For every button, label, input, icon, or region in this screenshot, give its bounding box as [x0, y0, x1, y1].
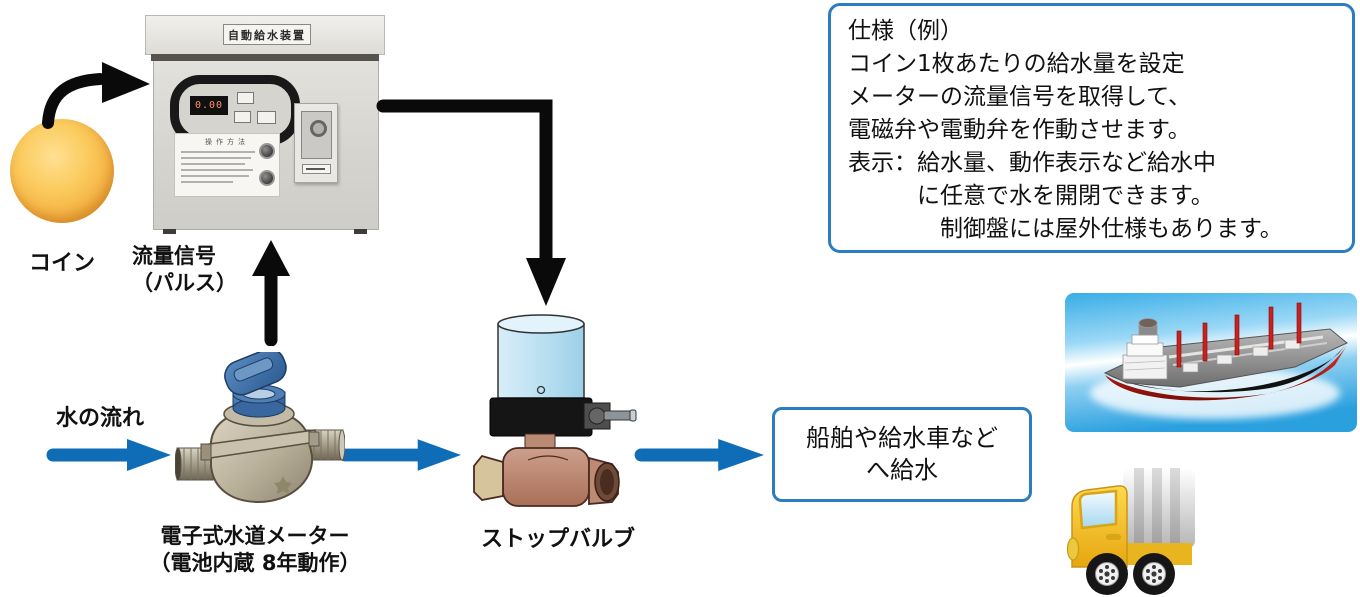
panel-button-icon	[259, 170, 275, 186]
spec-line: に任意で水を開閉できます。	[848, 183, 1214, 209]
instruction-panel-title: 操作方法	[205, 138, 249, 146]
water-flow-arrow-icon	[338, 439, 462, 471]
water-flow-arrow-icon	[46, 439, 171, 471]
spec-line: 仕様（例）	[848, 18, 963, 44]
coin-slot-unit	[294, 103, 338, 183]
truck-wheel	[1086, 553, 1128, 595]
water-meter-illustration	[175, 352, 345, 504]
spec-line: メーターの流量信号を取得して、	[848, 84, 1192, 110]
device-body: 0.00 操作方法	[153, 61, 379, 230]
device-button	[237, 92, 254, 104]
auto-water-supply-device: 自動給水装置 0.00 操作方法	[145, 15, 385, 237]
device-foot	[354, 229, 367, 234]
device-button	[234, 111, 251, 123]
panel-button-icon	[259, 143, 275, 159]
output-box-line: へ給水	[866, 456, 938, 484]
water-flow-label: 水の流れ	[56, 406, 145, 431]
stop-valve-illustration	[473, 314, 637, 507]
control-signal-arrow-icon	[376, 99, 566, 306]
stop-valve-label: ストップバルブ	[480, 527, 635, 552]
output-box-line: 船舶や給水車など	[806, 424, 998, 452]
instruction-text-lines	[175, 147, 279, 183]
coin-return-tray	[302, 164, 331, 174]
device-nameplate: 自動給水装置	[223, 24, 311, 45]
flow-signal-label: 流量信号 （パルス）	[132, 244, 237, 295]
meter-label: 電子式水道メーター （電池内蔵 8年動作）	[149, 524, 361, 575]
spec-line: 表示：給水量、動作表示など給水中	[848, 150, 1216, 176]
spec-line: 制御盤には屋外仕様もあります。	[848, 216, 1283, 242]
spec-box: 仕様（例） コイン1枚あたりの給水量を設定 メーターの流量信号を取得して、 電磁…	[828, 3, 1355, 253]
device-lid-shadow	[151, 54, 379, 61]
coin-wheel	[310, 120, 327, 137]
spec-line: 電磁弁や電動弁を作動させます。	[848, 117, 1191, 143]
spec-line: コイン1枚あたりの給水量を設定	[848, 51, 1185, 77]
digital-display: 0.00	[190, 96, 228, 115]
coin-label: コイン	[28, 251, 95, 276]
water-flow-arrow-icon	[634, 439, 764, 471]
truck-wheel	[1133, 553, 1175, 595]
supply-truck-icon	[1066, 468, 1195, 595]
coin-icon	[10, 119, 114, 223]
device-button	[257, 111, 276, 124]
instruction-panel: 操作方法	[174, 133, 280, 197]
tanker-ship-icon	[1065, 293, 1357, 432]
coin-insert-arrow-icon	[42, 62, 150, 129]
output-box: 船舶や給水車など へ給水	[772, 407, 1032, 502]
pulse-signal-arrow-icon	[252, 240, 290, 346]
device-foot	[163, 229, 176, 234]
coin-slot-recess	[301, 111, 332, 159]
